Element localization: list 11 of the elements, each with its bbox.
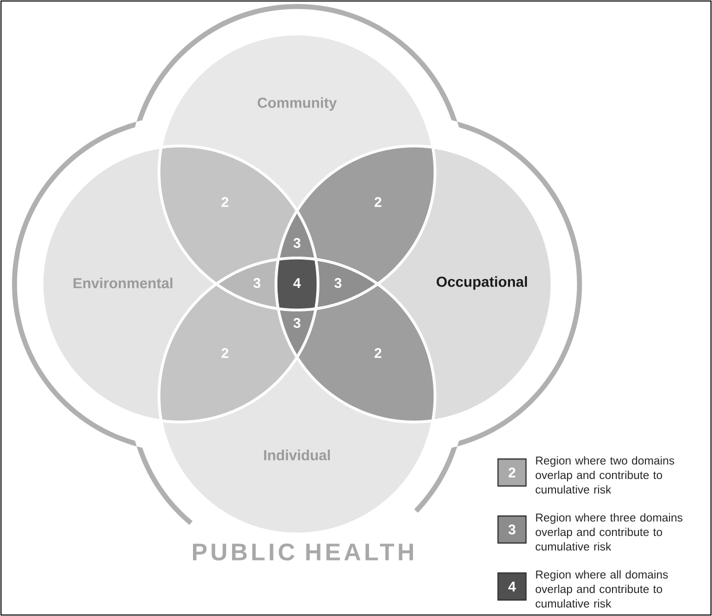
overlap-region: 3 [316, 259, 378, 309]
overlap-region: 3 [278, 308, 316, 358]
swatch-number: 2 [508, 468, 516, 478]
legend-text: Region where three domains overlap and contribute to cumulative risk [536, 513, 682, 551]
overlap-region: 3 [278, 210, 316, 260]
overlap-region: 3 [216, 259, 278, 309]
legend-text: Region where all domains overlap and contribute to cumulative risk [536, 570, 668, 608]
legend-text: Region where two domains overlap and contribute to cumulative risk [536, 456, 674, 494]
swatch-number: 4 [508, 582, 516, 592]
overlap-region: 4 [276, 258, 318, 310]
swatch-number: 3 [508, 524, 516, 534]
